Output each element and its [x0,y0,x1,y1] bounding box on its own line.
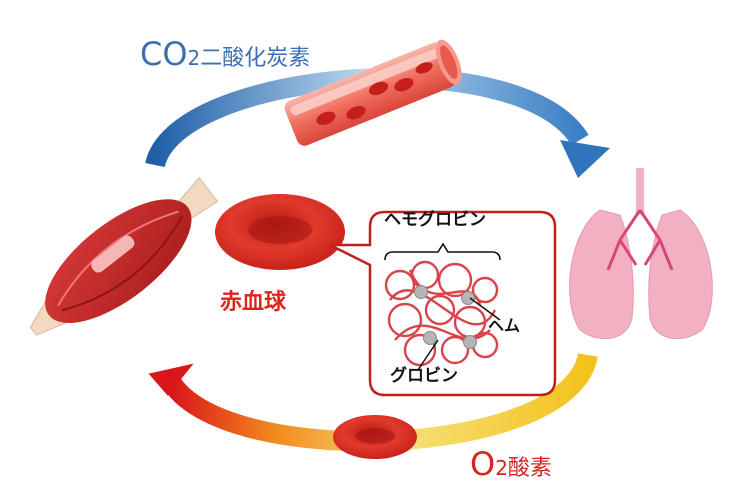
red-blood-cell [215,194,345,270]
muscle-illustration [29,176,219,336]
o2-label: O2酸素 [470,448,552,480]
red-blood-cell-bottom [333,415,417,459]
lungs-illustration [569,168,713,339]
co2-label: CO2二酸化炭素 [140,38,310,70]
o2-name: 酸素 [507,456,552,481]
hemoglobin-label: ヘモグロビン [384,210,486,230]
hemoglobin-callout [329,210,557,397]
blood-vessel [284,39,462,146]
co2-subscript: 2 [187,46,201,70]
protein-tangle [384,260,499,367]
co2-name: 二酸化炭素 [200,46,311,71]
red-blood-cell-label: 赤血球 [220,290,287,315]
globin-label: グロビン [390,366,458,386]
o2-formula: O [470,445,496,483]
o2-subscript: 2 [495,456,508,480]
co2-formula: CO [140,35,188,73]
heme-label: ヘム [488,316,521,335]
